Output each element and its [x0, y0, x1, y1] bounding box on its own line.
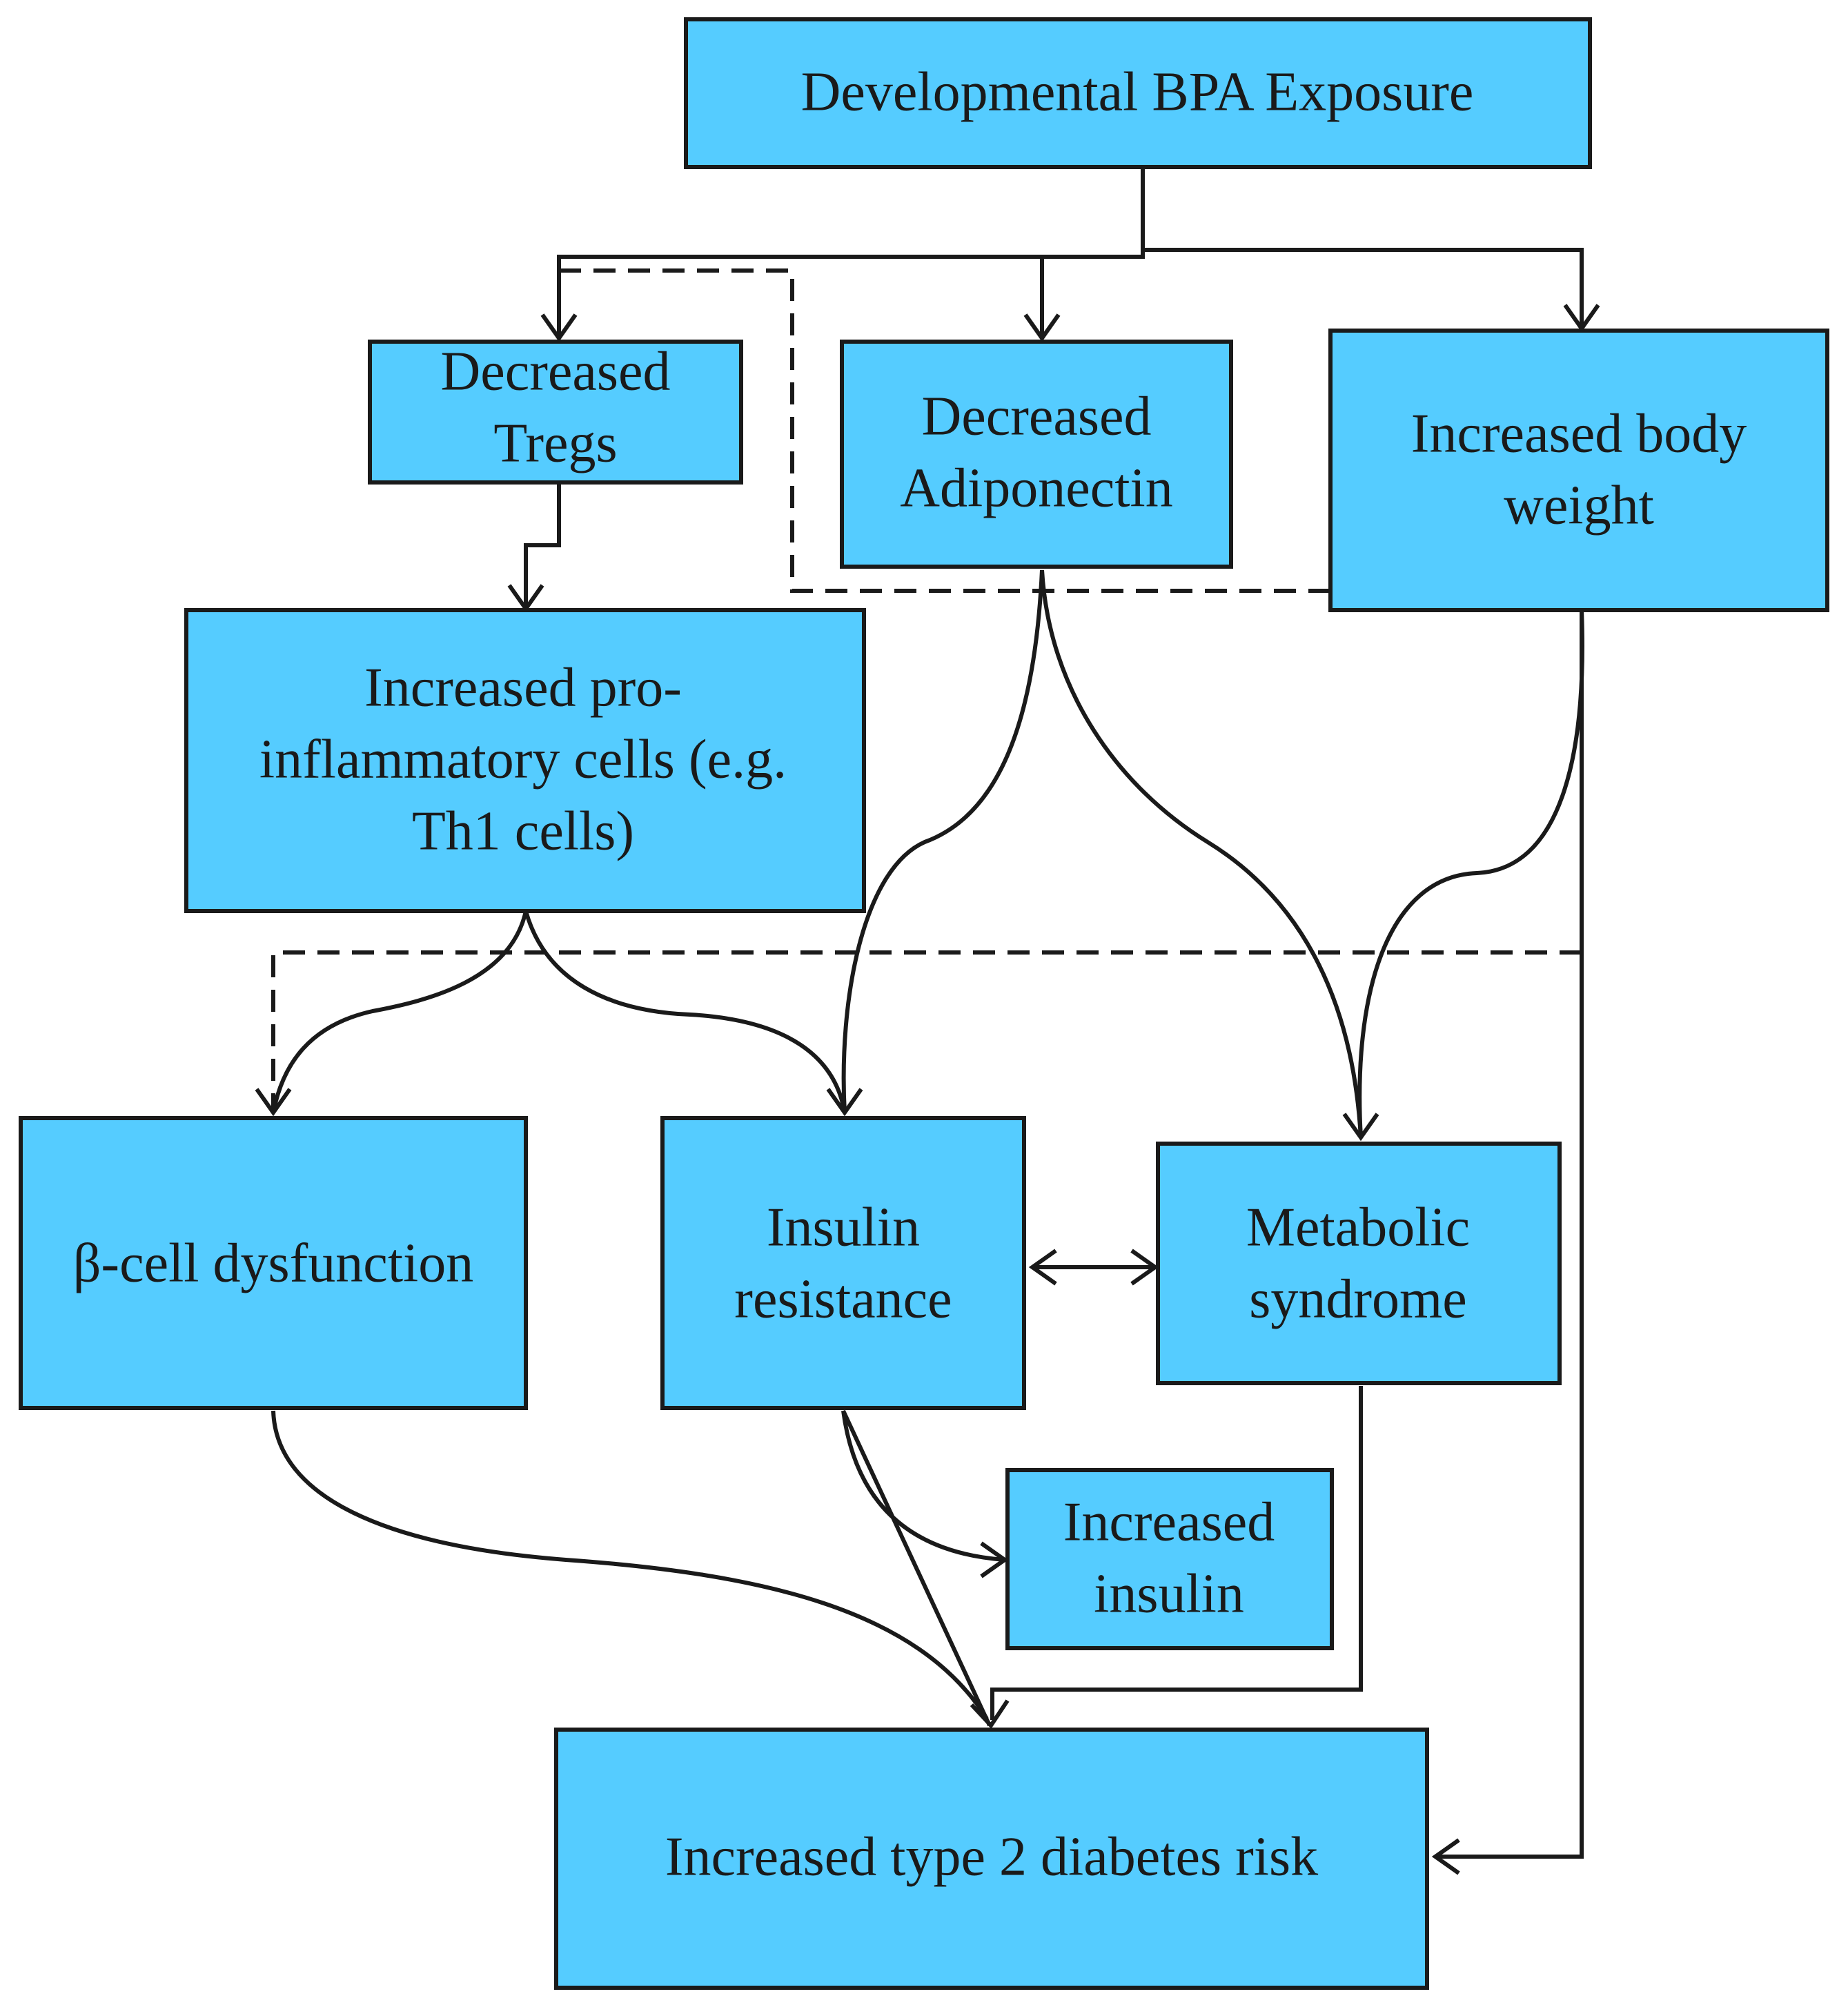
edge-bpa-to-tregs — [557, 250, 1145, 338]
dashed-bracket-top — [559, 268, 1582, 593]
box-bpa-exposure: Developmental BPA Exposure — [684, 17, 1592, 169]
edge-adiponectin-to-insulin-resistance — [841, 569, 1044, 1113]
arrowhead-tregs — [540, 313, 578, 342]
edge-adiponectin-to-metabolic — [1040, 569, 1363, 1138]
node-label-line: Decreased — [921, 386, 1151, 447]
box-increased-body-weight: Increased body weight — [1328, 329, 1829, 612]
arrowhead-bidirectional-left — [1028, 1249, 1057, 1286]
node-label-line: inflammatory cells (e.g. — [259, 729, 787, 790]
edge-beta-to-diabetes — [271, 1410, 989, 1720]
node-label-line: Increased — [1063, 1491, 1275, 1552]
edge-tregs-to-proinflammatory — [524, 483, 561, 609]
edge-bpa-to-adiponectin — [1040, 255, 1143, 338]
node-label-line: Decreased — [440, 341, 670, 402]
node-label-line: resistance — [734, 1269, 952, 1329]
node-label-line: Th1 cells) — [412, 801, 634, 861]
node-label-line: Increased type 2 diabetes risk — [665, 1826, 1318, 1887]
arrowhead-insulin-resistance — [826, 1088, 863, 1117]
box-insulin-resistance: Insulin resistance — [660, 1116, 1026, 1410]
box-metabolic-syndrome: Metabolic syndrome — [1156, 1142, 1562, 1385]
arrowhead-bidirectional-right — [1130, 1249, 1159, 1286]
dashed-bracket-mid — [271, 950, 1582, 1113]
edge-proinflammatory-to-insulin-resistance — [524, 910, 847, 1113]
edge-proinflammatory-to-beta — [271, 910, 528, 1113]
node-label-line: Metabolic — [1246, 1197, 1470, 1258]
edge-insulin-resistance-to-increased-insulin — [841, 1410, 1005, 1562]
box-diabetes-risk: Increased type 2 diabetes risk — [554, 1728, 1429, 1990]
edge-metabolic-to-diabetes — [990, 1386, 1363, 1720]
arrowhead-beta — [255, 1088, 292, 1117]
arrowhead-metabolic — [1342, 1113, 1379, 1142]
arrowhead-increased-insulin — [980, 1541, 1009, 1578]
node-label-line: Insulin — [767, 1197, 920, 1258]
node-label-line: Increased pro- — [364, 657, 682, 718]
node-label-line: β-cell dysfunction — [73, 1233, 474, 1293]
connectors — [255, 169, 1600, 1875]
arrowhead-diabetes-top — [970, 1699, 1010, 1729]
node-label-line: Tregs — [493, 413, 617, 473]
node-label-line: insulin — [1094, 1563, 1244, 1624]
node-label-line: syndrome — [1249, 1269, 1467, 1329]
edge-bpa-to-body-weight — [1143, 248, 1584, 329]
node-label-line: Adiponectin — [900, 458, 1172, 518]
edge-insulin-resistance-to-diabetes — [841, 1409, 992, 1727]
box-beta-cell-dysfunction: β-cell dysfunction — [19, 1116, 528, 1410]
box-increased-insulin: Increased insulin — [1005, 1468, 1334, 1650]
arrowhead-diabetes-right — [1431, 1838, 1460, 1875]
box-proinflammatory-cells: Increased pro-inflammatory cells (e.g. Th… — [184, 608, 866, 913]
node-label-line: weight — [1504, 475, 1654, 536]
edge-body-weight-to-metabolic — [1357, 609, 1584, 1138]
node-label-line: Increased body — [1411, 403, 1747, 464]
arrowhead-adiponectin — [1023, 313, 1061, 342]
edge-body-weight-to-diabetes — [1435, 591, 1584, 1859]
node-label-line: Developmental BPA Exposure — [801, 61, 1474, 122]
